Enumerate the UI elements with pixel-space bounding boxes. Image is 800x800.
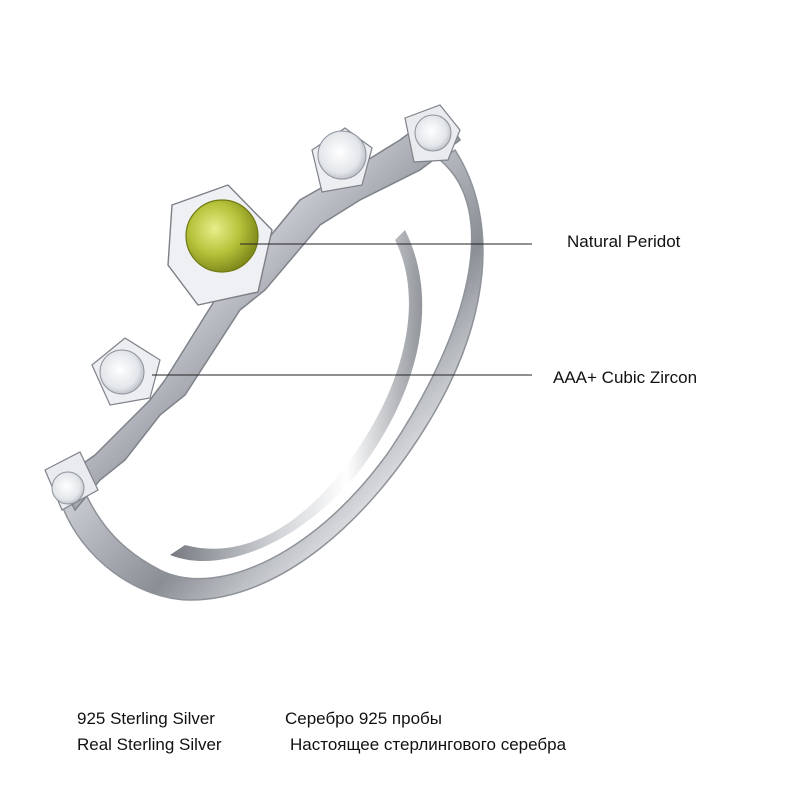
footer-row1-english: 925 Sterling Silver: [77, 709, 215, 728]
setting-left-small: [44, 451, 99, 511]
callout-label-zircon: AAA+ Cubic Zircon: [553, 368, 698, 387]
footer-row2-english: Real Sterling Silver: [77, 735, 222, 754]
footer-row1-russian: Серебро 925 пробы: [285, 709, 442, 728]
setting-zircon-upper: [311, 127, 373, 193]
footer-row2-russian: Настоящее стерлингового серебра: [290, 735, 567, 754]
ring-top-bar: [59, 108, 462, 512]
setting-right-small: [404, 104, 461, 163]
callout-label-peridot: Natural Peridot: [567, 232, 681, 251]
setting-peridot: [167, 184, 273, 306]
setting-zircon-lower: [91, 337, 161, 406]
